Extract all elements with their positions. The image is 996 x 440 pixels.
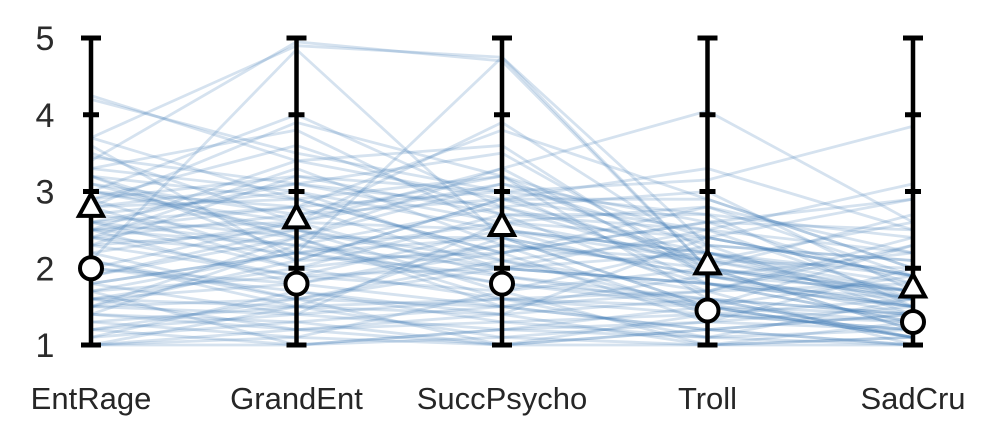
circle-marker: [78, 255, 104, 282]
category-label: EntRage: [31, 381, 152, 416]
triangle-marker: [692, 247, 723, 276]
ytick-label: 4: [36, 97, 55, 135]
ytick-label: 5: [36, 20, 55, 58]
ytick-label: 3: [36, 174, 55, 212]
ytick-label: 1: [36, 327, 55, 365]
category-label: SuccPsycho: [417, 381, 588, 416]
triangle-marker: [486, 208, 518, 238]
circle-marker: [489, 270, 515, 297]
circle-marker: [283, 270, 310, 297]
triangle-marker: [281, 201, 312, 230]
category-label: Troll: [678, 381, 737, 416]
circle-marker: [900, 308, 926, 335]
triangle-marker: [897, 270, 929, 299]
circle-marker: [694, 297, 721, 324]
ytick-label: 2: [36, 250, 55, 288]
category-label: GrandEnt: [230, 381, 363, 416]
summary-markers-layer: [75, 189, 929, 335]
triangle-marker: [75, 189, 107, 218]
category-label: SadCru: [860, 381, 965, 416]
